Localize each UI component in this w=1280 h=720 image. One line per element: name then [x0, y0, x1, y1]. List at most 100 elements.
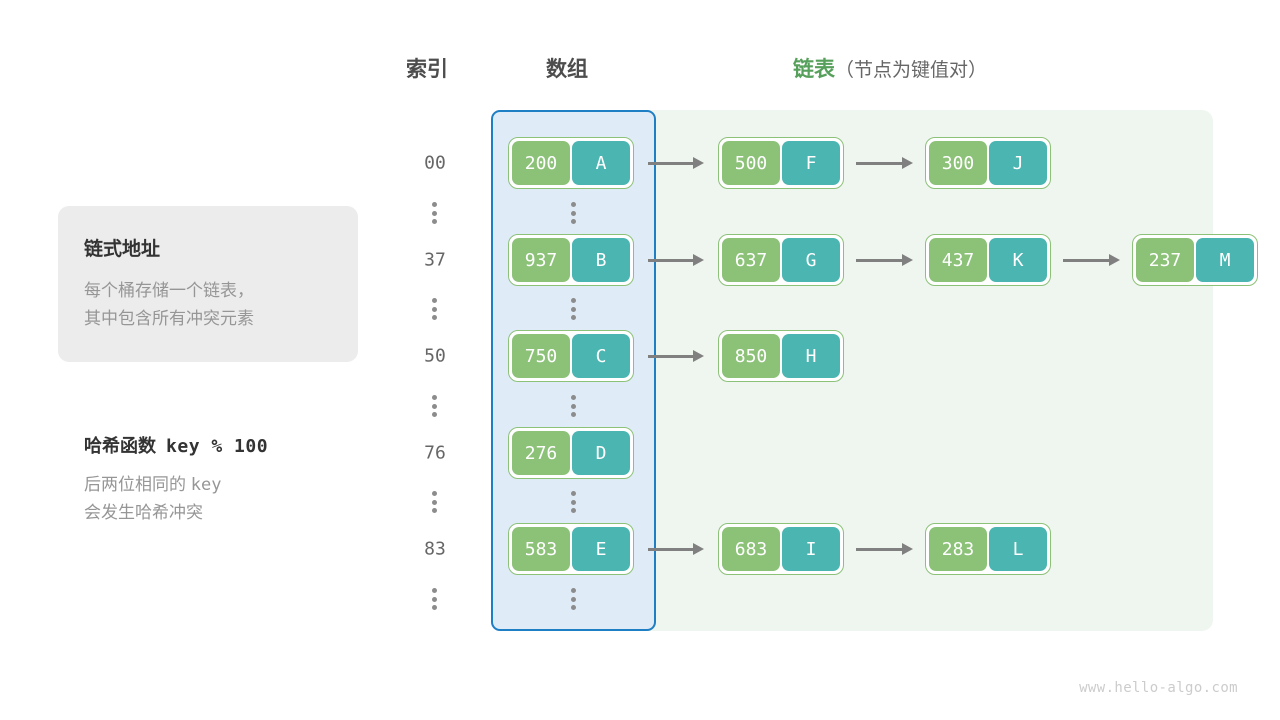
ellipsis-dot — [432, 315, 437, 320]
ellipsis-dot — [571, 298, 576, 303]
node-value: I — [782, 527, 840, 571]
chain-arrow-icon — [856, 234, 913, 286]
ellipsis-dot — [571, 491, 576, 496]
node-value: D — [572, 431, 630, 475]
watermark: www.hello-algo.com — [1079, 680, 1238, 696]
node-key: 276 — [512, 431, 570, 475]
ellipsis-dot — [571, 315, 576, 320]
column-header-linked-list: 链表（节点为键值对） — [793, 53, 987, 83]
array-ellipsis-icon — [571, 588, 576, 610]
ellipsis-dot — [571, 306, 576, 312]
node-value: E — [572, 527, 630, 571]
ellipsis-dot — [432, 412, 437, 417]
node-value: C — [572, 334, 630, 378]
ellipsis-dot — [432, 491, 437, 496]
ellipsis-dot — [571, 219, 576, 224]
ellipsis-dot — [571, 395, 576, 400]
ellipsis-dot — [432, 219, 437, 224]
node-key: 237 — [1136, 238, 1194, 282]
node-key: 583 — [512, 527, 570, 571]
index-ellipsis-icon — [432, 202, 437, 224]
bucket-index-label: 83 — [424, 538, 446, 560]
node-key: 850 — [722, 334, 780, 378]
chain-arrow-icon — [648, 523, 704, 575]
node-key: 637 — [722, 238, 780, 282]
hash-function-note: 哈希函数 key % 100 后两位相同的 key 会发生哈希冲突 — [84, 432, 414, 527]
index-ellipsis-icon — [432, 491, 437, 513]
index-ellipsis-icon — [432, 395, 437, 417]
ellipsis-dot — [571, 403, 576, 409]
column-header-linked-list-label: 链表 — [793, 58, 835, 81]
ellipsis-dot — [432, 403, 437, 409]
ellipsis-dot — [571, 605, 576, 610]
node-key: 200 — [512, 141, 570, 185]
node-value: L — [989, 527, 1047, 571]
ellipsis-dot — [432, 596, 437, 602]
node-key: 437 — [929, 238, 987, 282]
info-card-line-1: 每个桶存储一个链表， — [84, 281, 254, 300]
hash-function-expression: key % 100 — [166, 436, 269, 457]
node-key: 500 — [722, 141, 780, 185]
bucket-index-label: 76 — [424, 442, 446, 464]
ellipsis-dot — [432, 306, 437, 312]
ellipsis-dot — [432, 499, 437, 505]
info-card-line-2: 其中包含所有冲突元素 — [84, 308, 254, 328]
ellipsis-dot — [571, 412, 576, 417]
column-header-linked-list-note: （节点为键值对） — [835, 60, 988, 81]
array-ellipsis-icon — [571, 202, 576, 224]
node-value: J — [989, 141, 1047, 185]
chain-arrow-icon — [648, 234, 704, 286]
info-card-chaining: 链式地址 每个桶存储一个链表， 其中包含所有冲突元素 — [58, 206, 358, 362]
node-key: 750 — [512, 334, 570, 378]
ellipsis-dot — [432, 508, 437, 513]
node-value: H — [782, 334, 840, 378]
array-ellipsis-icon — [571, 491, 576, 513]
ellipsis-dot — [571, 508, 576, 513]
chain-arrow-icon — [1063, 234, 1120, 286]
hash-note-line-1-text: 后两位相同的 — [84, 475, 186, 494]
ellipsis-dot — [432, 605, 437, 610]
node-key: 683 — [722, 527, 780, 571]
ellipsis-dot — [432, 202, 437, 207]
ellipsis-dot — [571, 202, 576, 207]
array-ellipsis-icon — [571, 298, 576, 320]
ellipsis-dot — [432, 395, 437, 400]
info-card-title: 链式地址 — [84, 239, 161, 260]
chain-arrow-icon — [648, 137, 704, 189]
node-key: 937 — [512, 238, 570, 282]
ellipsis-dot — [571, 210, 576, 216]
index-ellipsis-icon — [432, 298, 437, 320]
bucket-index-label: 50 — [424, 345, 446, 367]
hash-note-key-token: key — [190, 475, 222, 495]
chain-arrow-icon — [648, 330, 704, 382]
bucket-index-label: 00 — [424, 152, 446, 174]
node-value: F — [782, 141, 840, 185]
hash-note-line-1: 后两位相同的 key — [84, 471, 414, 499]
chain-arrow-icon — [856, 523, 913, 575]
chain-arrow-icon — [856, 137, 913, 189]
node-key: 300 — [929, 141, 987, 185]
